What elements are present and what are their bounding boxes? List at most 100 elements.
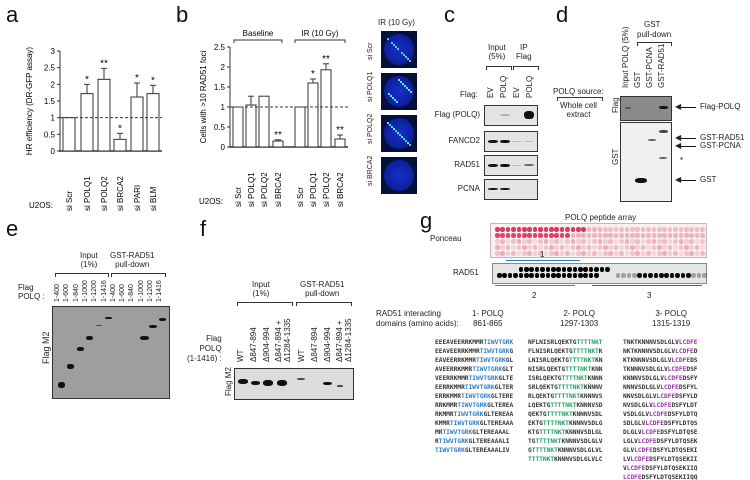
motif: LCDFE	[630, 456, 650, 463]
peptide-spot	[657, 251, 662, 256]
peptide-spot	[613, 239, 619, 244]
peptide-spot	[662, 245, 667, 250]
peptide-spot	[646, 233, 651, 238]
f-pull-1: GST-RAD51	[300, 280, 345, 289]
x-tick-label: si POLQ2	[100, 176, 109, 211]
lane-label: Δ904-994	[262, 327, 271, 362]
peptide-row: RLQEKTGTTTTNKTKNNNVS	[528, 393, 603, 400]
peptide-spot	[527, 251, 532, 256]
y-tick-label: 1.5	[214, 83, 226, 92]
peptide-spot	[592, 233, 597, 238]
blot-row-label: FANCD2	[448, 136, 480, 145]
peptide-spot	[635, 239, 640, 244]
foci-image	[381, 115, 417, 152]
motif: TTTTNKT	[546, 411, 573, 418]
peptide-row: VSDLGLVLCDFEDSFYLDTQ	[623, 411, 698, 418]
c-input-label: Input(5%)	[488, 43, 506, 61]
panel-label-f: f	[200, 216, 207, 241]
peptide-spot	[516, 227, 522, 232]
peptide-spot	[511, 233, 516, 238]
peptide-row: ISRLQEKTGTTTTNKTKNNN	[528, 375, 603, 382]
peptide-row: GTTTTNKTKNNNVSDLGLVL	[528, 447, 603, 454]
peptide-spot	[684, 233, 689, 238]
peptide-spot	[597, 245, 603, 250]
peptide-spot	[540, 267, 545, 272]
d-group: GST	[644, 20, 661, 29]
motif: LCDFE	[678, 339, 698, 346]
peptide-spot	[554, 239, 559, 244]
peptide-spot	[689, 245, 694, 250]
peptide-spot	[543, 251, 549, 256]
motif: TTTTNKT	[535, 438, 562, 445]
peptide-spot	[619, 251, 624, 256]
peptide-row: TTTTNKTKNNNVSDLGLVLC	[528, 456, 603, 463]
focus-dot	[396, 101, 398, 103]
motif: TIWVTGRK	[457, 402, 488, 409]
group-bracket	[294, 39, 346, 43]
bar	[80, 93, 94, 152]
peptide-spot	[603, 233, 608, 238]
bar	[320, 69, 332, 148]
f-blot	[234, 368, 354, 400]
peptide-spot	[700, 239, 705, 244]
peptide-spot	[586, 233, 592, 238]
bracket	[557, 97, 603, 101]
peptide-spot	[630, 233, 635, 238]
e-input: Input(1%)	[80, 251, 98, 269]
peptide-spot	[667, 251, 673, 256]
d-gst-blot	[620, 122, 672, 202]
panel-label-d: d	[556, 2, 569, 27]
peptide-spot	[513, 273, 518, 278]
peptide-spot	[605, 267, 610, 272]
peptide-spot	[570, 227, 576, 232]
significance-mark: *	[118, 123, 122, 134]
lane-label: Input POLQ (5%)	[621, 26, 630, 88]
lane-label: 1-1200	[91, 280, 99, 302]
peptide-spot	[673, 233, 678, 238]
peptide-spot	[651, 239, 657, 244]
focus-dot	[400, 81, 402, 83]
peptide-row: VLCDFEDSFYLDTQSEKIIQ	[623, 465, 698, 472]
peptide-spot	[597, 239, 603, 244]
d-group2: pull-down	[637, 30, 672, 39]
peptide-spot	[646, 245, 651, 250]
peptide-spot	[561, 267, 567, 272]
peptide-spot	[673, 227, 678, 232]
peptide-row: NISRLQEKTGTTTTNKTKNN	[528, 366, 603, 373]
peptide-spot	[694, 239, 700, 244]
bar	[113, 138, 127, 152]
blot-row	[484, 105, 538, 126]
peptide-spot	[648, 273, 653, 278]
peptide-spot	[529, 267, 534, 272]
lane-label: Δ847-894	[310, 327, 319, 362]
peptide-spot	[630, 227, 635, 232]
band	[323, 382, 332, 385]
focus-dot	[404, 85, 406, 87]
focus-dot	[395, 130, 397, 132]
blot-row	[484, 179, 538, 200]
region3-label: 3	[647, 291, 652, 300]
lane-label: EV	[486, 87, 495, 98]
rad51-array	[492, 263, 707, 284]
peptide-spot	[586, 251, 592, 256]
peptide-spot	[657, 233, 662, 238]
bracket	[296, 302, 352, 306]
arrow-label: GST-PCNA	[700, 141, 741, 150]
peptide-spot	[567, 273, 572, 278]
band	[659, 157, 667, 159]
motif: TTTTNKT	[565, 366, 592, 373]
focus-dot	[407, 58, 409, 60]
peptide-spot	[702, 273, 707, 278]
peptide-spot	[664, 273, 669, 278]
d-source-2: extract	[566, 110, 591, 119]
peptide-row: RKMMRTIWVTGRKGLTEREAA	[435, 411, 514, 418]
panel-label-c: c	[444, 2, 455, 27]
peptide-spot	[565, 233, 570, 238]
peptide-spot	[578, 267, 583, 272]
x-tick-label: si BRCA2	[116, 176, 125, 211]
y-tick-label: 1.5	[44, 97, 56, 106]
image-label: si POLQ2	[367, 113, 374, 144]
lane-label-line1: Δ847-894	[249, 327, 258, 362]
